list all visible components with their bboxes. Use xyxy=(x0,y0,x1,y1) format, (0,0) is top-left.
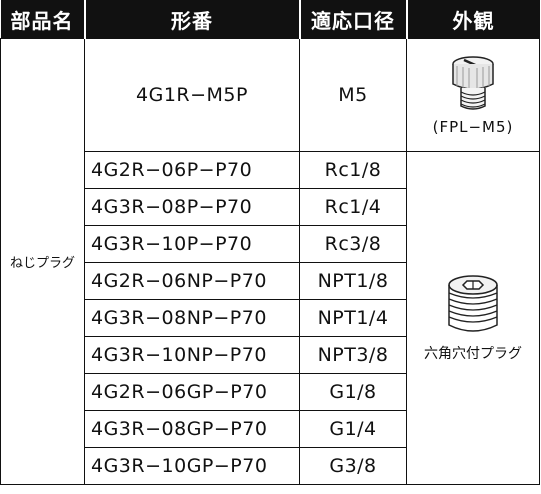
model-cell: 4G2R−06GP−P70 xyxy=(84,373,300,411)
model-cell: 4G3R−10GP−P70 xyxy=(84,447,300,485)
header-model: 形番 xyxy=(84,0,301,39)
table-row: 4G3R−10P−P70 Rc3/8 xyxy=(1,225,540,263)
bore-cell: M5 xyxy=(299,38,407,152)
bore-cell: G1/8 xyxy=(299,373,407,411)
table-row: ねじプラグ 4G1R−M5P M5 (FPL−M5) xyxy=(0,38,540,485)
slotted-plug-icon xyxy=(452,56,494,110)
model-cell: 4G2R−06NP−P70 xyxy=(84,262,300,300)
part-name-cell: ねじプラグ xyxy=(0,38,85,485)
table-row: 4G3R−10NP−P70 NPT3/8 xyxy=(1,336,540,374)
bore-cell: Rc3/8 xyxy=(299,225,407,263)
model-cell: 4G3R−10P−P70 xyxy=(84,225,300,263)
parts-table: 部品名 形番 適応口径 外観 ねじプラグ 4G1R−M5P M5 (FPL−M5… xyxy=(0,0,540,485)
header-appearance: 外観 xyxy=(406,0,540,39)
appearance-cell-hex: 六角穴付プラグ xyxy=(406,151,540,485)
model-cell: 4G3R−10NP−P70 xyxy=(84,336,300,374)
header-row: 部品名 形番 適応口径 外観 xyxy=(0,0,540,39)
table-row: 4G3R−08GP−P70 G1/4 xyxy=(1,410,540,448)
bore-cell: G3/8 xyxy=(299,447,407,485)
bore-cell: NPT3/8 xyxy=(299,336,407,374)
header-part-name: 部品名 xyxy=(0,0,86,39)
header-bore: 適応口径 xyxy=(299,0,408,39)
hex-plug-label: 六角穴付プラグ xyxy=(424,346,522,362)
model-cell: 4G1R−M5P xyxy=(84,38,300,152)
hex-socket-plug-icon xyxy=(448,275,498,332)
model-cell: 4G2R−06P−P70 xyxy=(84,151,300,189)
model-cell: 4G3R−08GP−P70 xyxy=(84,410,300,448)
table-row: 4G2R−06GP−P70 G1/8 xyxy=(1,373,540,411)
bore-cell: Rc1/8 xyxy=(299,151,407,189)
model-cell: 4G3R−08P−P70 xyxy=(84,188,300,226)
table-row: 4G2R−06NP−P70 NPT1/8 xyxy=(1,262,540,300)
appearance-label-m5: (FPL−M5) xyxy=(432,118,514,136)
table-row: 4G2R−06P−P70 Rc1/8 六角穴付プラグ xyxy=(1,151,540,485)
bore-cell: G1/4 xyxy=(299,410,407,448)
table-row: 4G3R−08P−P70 Rc1/4 xyxy=(1,188,540,226)
table-row: 4G3R−10GP−P70 G3/8 xyxy=(1,447,540,485)
appearance-cell-m5: (FPL−M5) xyxy=(406,38,540,152)
bore-cell: NPT1/4 xyxy=(299,299,407,337)
bore-cell: Rc1/4 xyxy=(299,188,407,226)
model-cell: 4G3R−08NP−P70 xyxy=(84,299,300,337)
bore-cell: NPT1/8 xyxy=(299,262,407,300)
